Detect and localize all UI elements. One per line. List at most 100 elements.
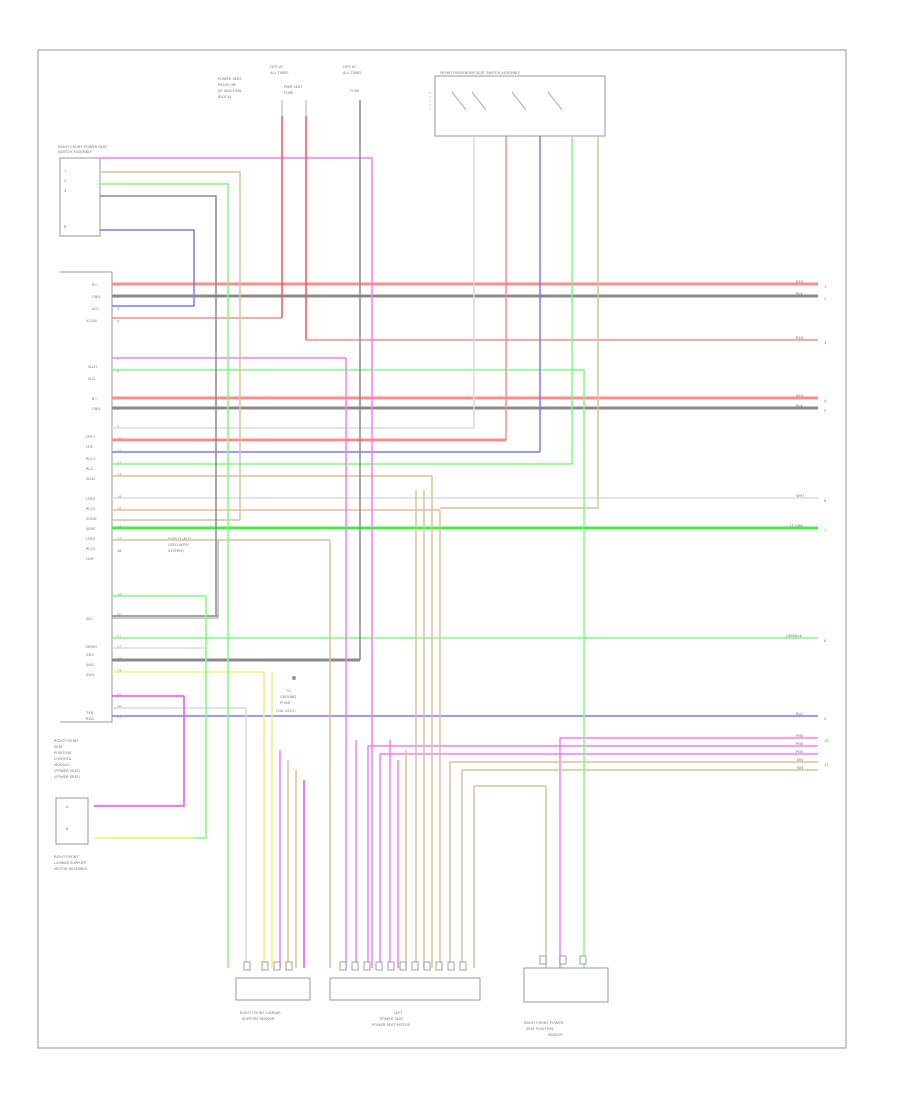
svg-text:2: 2	[824, 297, 826, 301]
svg-text:GROUND: GROUND	[280, 695, 296, 699]
svg-text:BLK: BLK	[796, 404, 803, 408]
svg-text:BLK: BLK	[796, 292, 803, 296]
top-vertical-wires	[281, 100, 361, 660]
svg-text:I/P JUNCTION: I/P JUNCTION	[218, 89, 242, 93]
svg-text:B: B	[66, 827, 69, 831]
svg-text:GRN/BLK: GRN/BLK	[786, 634, 803, 638]
svg-text:SGND: SGND	[86, 517, 97, 521]
svg-text:TAN: TAN	[795, 766, 803, 770]
svg-text:PNK: PNK	[796, 750, 804, 754]
svg-text:6: 6	[117, 369, 120, 373]
svg-text:27: 27	[117, 715, 122, 719]
svg-text:2: 2	[64, 179, 66, 183]
svg-text:B+: B+	[92, 397, 97, 401]
svg-text:LFR+: LFR+	[86, 435, 96, 439]
svg-text:(VIA G201): (VIA G201)	[276, 709, 296, 713]
svg-text:BLOCK): BLOCK)	[218, 95, 232, 99]
svg-text:RIGHT FRONT: RIGHT FRONT	[54, 855, 79, 859]
svg-text:POSITION: POSITION	[54, 751, 71, 755]
svg-text:24: 24	[117, 669, 122, 673]
svg-text:(POWER SEAT): (POWER SEAT)	[54, 769, 81, 773]
svg-text:POWER SEAT MOTOR: POWER SEAT MOTOR	[372, 1023, 410, 1027]
svg-text:ACC: ACC	[92, 307, 100, 311]
switch-assembly: FRONT PASSENGER SEAT SWITCH ASSEMBLY	[429, 71, 606, 137]
svg-text:7: 7	[824, 529, 826, 533]
svg-text:SSRS: SSRS	[86, 527, 96, 531]
svg-text:SYSTEM): SYSTEM)	[168, 549, 184, 553]
svg-text:RED: RED	[796, 336, 804, 340]
svg-text:25: 25	[117, 693, 122, 697]
svg-text:SENSOR: SENSOR	[548, 1033, 563, 1037]
right-side-wires	[367, 370, 818, 968]
svg-text:HOT AT: HOT AT	[343, 65, 357, 69]
svg-text:RCLS: RCLS	[86, 547, 96, 551]
svg-text:20: 20	[117, 613, 122, 617]
svg-text:14: 14	[117, 495, 122, 499]
svg-text:RIGHT FRONT: RIGHT FRONT	[54, 739, 79, 743]
svg-text:RIGHT FRONT LUMBAR: RIGHT FRONT LUMBAR	[240, 1011, 281, 1015]
svg-text:RCL+: RCL+	[86, 457, 96, 461]
svg-text:LFRS: LFRS	[86, 537, 96, 541]
svg-text:21: 21	[117, 635, 122, 639]
svg-text:MOTOR ASSEMBLY: MOTOR ASSEMBLY	[54, 867, 88, 871]
svg-text:SLDS: SLDS	[86, 477, 96, 481]
svg-text:4: 4	[117, 319, 120, 323]
svg-text:TO: TO	[285, 689, 291, 693]
diagram-frame	[37, 49, 847, 1049]
svg-text:SW1: SW1	[86, 653, 94, 657]
svg-text:LT GRN: LT GRN	[790, 524, 803, 528]
svg-text:FUSE: FUSE	[284, 91, 294, 95]
svg-text:ALL TIMES: ALL TIMES	[270, 71, 289, 75]
svg-text:6: 6	[824, 499, 827, 503]
svg-text:17: 17	[117, 537, 122, 541]
wire-tags: RED BLK RED RED BLK WHT LT GRN GRN/BLK B…	[786, 280, 829, 770]
svg-text:26: 26	[117, 705, 122, 709]
svg-text:3: 3	[117, 307, 119, 311]
svg-text:PWR SEAT: PWR SEAT	[284, 85, 303, 89]
svg-text:4: 4	[824, 399, 827, 403]
svg-text:(POWER SEAT): (POWER SEAT)	[54, 775, 81, 779]
svg-text:WHT: WHT	[796, 494, 805, 498]
left-bottom-component: A B RIGHT FRONT LUMBAR SUPPORT MOTOR ASS…	[54, 797, 89, 871]
svg-text:13: 13	[117, 473, 122, 477]
svg-text:SEAT: SEAT	[54, 745, 64, 749]
top-fuse-labels: POWER SEAT RELAY (IN I/P JUNCTION BLOCK)…	[218, 65, 362, 99]
svg-text:GND: GND	[92, 295, 100, 299]
bottom-connector-3: RIGHT FRONT POWER SEAT POSITION SENSOR	[523, 955, 609, 1037]
svg-text:1: 1	[64, 169, 66, 173]
svg-text:FRONT PASSENGER SEAT SWITCH AS: FRONT PASSENGER SEAT SWITCH ASSEMBLY	[440, 71, 521, 75]
svg-text:A: A	[66, 805, 69, 809]
svg-text:3: 3	[824, 341, 826, 345]
svg-text:SWITCH ASSEMBLY: SWITCH ASSEMBLY	[58, 150, 93, 154]
svg-text:HOT AT: HOT AT	[270, 65, 284, 69]
svg-text:PNK: PNK	[796, 734, 804, 738]
svg-text:1: 1	[824, 285, 826, 289]
svg-text:11: 11	[117, 449, 122, 453]
svg-text:MEMO: MEMO	[86, 645, 97, 649]
svg-text:SW2: SW2	[86, 663, 94, 667]
svg-text:9: 9	[824, 717, 827, 721]
svg-text:SUPPORT SENSOR: SUPPORT SENSOR	[242, 1017, 275, 1021]
svg-text:9: 9	[117, 425, 120, 429]
svg-text:TAN: TAN	[795, 758, 803, 762]
svg-text:5: 5	[117, 357, 119, 361]
svg-text:POWER SEAT: POWER SEAT	[218, 77, 242, 81]
svg-text:15: 15	[117, 507, 122, 511]
svg-text:SEAT POSITION: SEAT POSITION	[526, 1027, 553, 1031]
svg-text:RELAY (IN: RELAY (IN	[218, 83, 236, 87]
svg-text:SLD+: SLD+	[88, 365, 98, 369]
svg-text:RIGHT FRONT POWER: RIGHT FRONT POWER	[524, 1021, 564, 1025]
svg-text:LUM: LUM	[86, 557, 94, 561]
svg-text:BLU: BLU	[796, 712, 803, 716]
horizontal-wires	[112, 282, 818, 717]
svg-text:LEFT: LEFT	[394, 1011, 403, 1015]
svg-text:22: 22	[117, 645, 122, 649]
svg-text:11: 11	[824, 763, 829, 767]
svg-text:SHIELD (NOT: SHIELD (NOT	[168, 537, 192, 541]
svg-text:RCLS: RCLS	[86, 507, 96, 511]
svg-text:SLD-: SLD-	[88, 377, 97, 381]
svg-text:RCL-: RCL-	[86, 467, 95, 471]
bottom-connector-1: RIGHT FRONT LUMBAR SUPPORT SENSOR	[235, 961, 311, 1021]
svg-text:3: 3	[64, 189, 66, 193]
svg-text:10: 10	[824, 739, 829, 743]
